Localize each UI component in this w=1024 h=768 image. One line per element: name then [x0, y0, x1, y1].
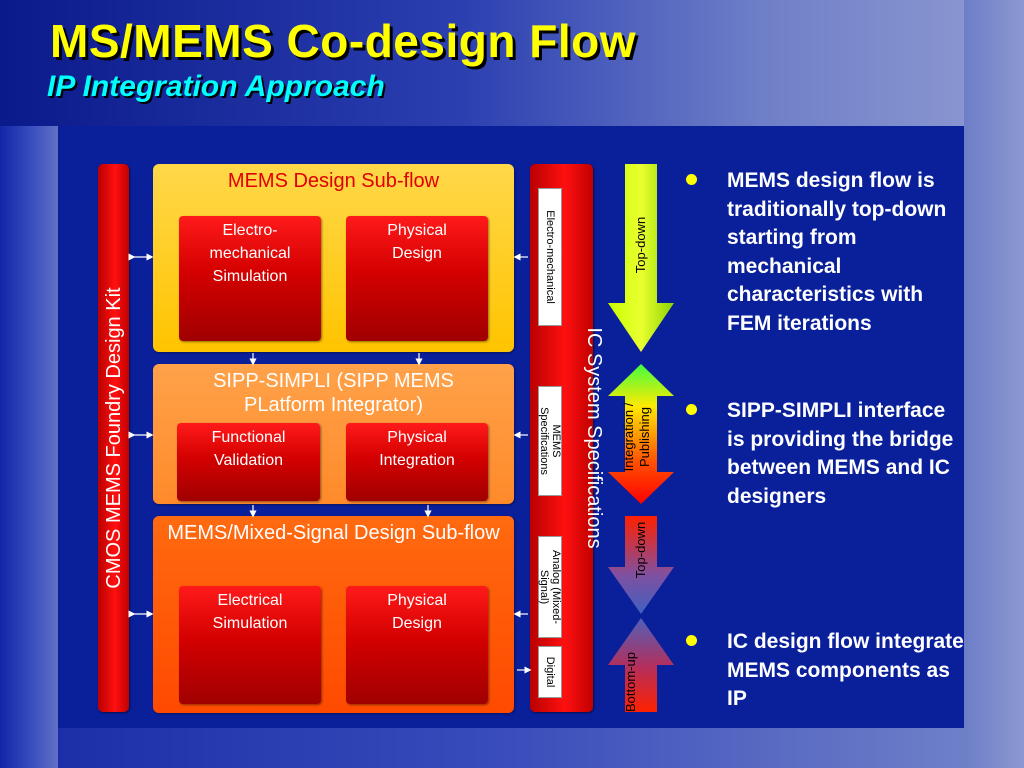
- mixed-signal-subflow-panel: MEMS/Mixed-Signal Design Sub-flow Electr…: [153, 516, 514, 713]
- title-band: [0, 0, 1024, 126]
- spec-electro-mechanical: Electro-mechanical: [538, 188, 562, 326]
- bullet-text-3: IC design flow integrate MEMS components…: [727, 630, 964, 710]
- spec-mems: MEMS Specifications: [538, 386, 562, 496]
- bullet-dot-icon: [686, 404, 697, 415]
- electro-mechanical-simulation-box: Electro-mechanical Simulation: [179, 216, 321, 341]
- ic-system-specifications-bar: IC System Specifications Electro-mechani…: [530, 164, 605, 712]
- bottom-up-label: Bottom-up: [623, 647, 659, 717]
- bottom-up-text: Bottom-up: [623, 652, 638, 712]
- mixed-physical-design-box: Physical Design: [346, 586, 488, 704]
- bullet-text-1: MEMS design flow is traditionally top-do…: [727, 169, 947, 335]
- integration-publishing-label: Integration / Publishing: [621, 387, 661, 487]
- mems-physical-design-box: Physical Design: [346, 216, 488, 341]
- ic-system-specifications-label: IC System Specifications: [583, 327, 605, 549]
- bottom-decoration: [58, 728, 964, 768]
- foundry-design-kit-bar: CMOS MEMS Foundry Design Kit: [98, 164, 129, 712]
- slide-title: MS/MEMS Co-design Flow: [50, 15, 636, 67]
- integration-publishing-text: Integration / Publishing: [621, 402, 652, 472]
- physical-integration-box: Physical Integration: [346, 423, 488, 501]
- bullet-text-2: SIPP-SIMPLI interface is providing the b…: [727, 399, 954, 508]
- sipp-simpli-title: SIPP-SIMPLI (SIPP MEMS PLatform Integrat…: [213, 370, 454, 416]
- mems-subflow-title: MEMS Design Sub-flow: [227, 170, 440, 192]
- foundry-design-kit-label: CMOS MEMS Foundry Design Kit: [103, 287, 125, 589]
- top-down-label-1: Top-down: [633, 216, 648, 274]
- slide-subtitle: IP Integration Approach: [47, 70, 385, 103]
- functional-validation-box: Functional Validation: [177, 423, 320, 501]
- spec-analog: Analog (Mixed-Signal): [538, 536, 562, 638]
- left-decoration: [0, 126, 58, 768]
- sipp-simpli-panel: SIPP-SIMPLI (SIPP MEMS PLatform Integrat…: [153, 364, 514, 504]
- mixed-signal-subflow-title: MEMS/Mixed-Signal Design Sub-flow: [167, 522, 500, 544]
- top-down-label-2: Top-down: [633, 521, 648, 579]
- bullet-dot-icon: [686, 174, 697, 185]
- bullet-dot-icon: [686, 635, 697, 646]
- mems-design-subflow-panel: MEMS Design Sub-flow Electro-mechanical …: [153, 164, 514, 352]
- electrical-simulation-box: Electrical Simulation: [179, 586, 321, 704]
- spec-digital: Digital: [538, 646, 562, 698]
- right-decoration: [964, 0, 1024, 768]
